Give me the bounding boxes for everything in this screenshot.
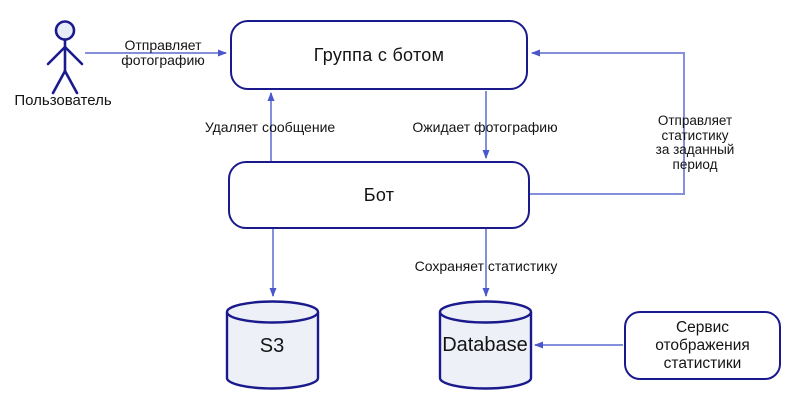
service-node: Сервис отображения статистики bbox=[624, 311, 781, 380]
user-label: Пользователь bbox=[14, 92, 112, 109]
database-cylinder bbox=[438, 300, 533, 390]
user-figure-icon bbox=[46, 20, 84, 95]
bot-node-label: Бот bbox=[363, 184, 395, 205]
edge-await-photo-label: Ожидает фотографию bbox=[412, 119, 558, 135]
group-node-label: Группа с ботом bbox=[313, 44, 445, 65]
group-node: Группа с ботом bbox=[230, 20, 528, 90]
edge-send-stats bbox=[530, 49, 685, 195]
bot-node: Бот bbox=[228, 161, 530, 229]
s3-cylinder bbox=[225, 300, 320, 390]
edge-send-stats-label: Отправляет статистику за заданный период bbox=[655, 113, 735, 172]
edge-delete-message-label: Удаляет сообщение bbox=[204, 119, 336, 135]
database-label: Database bbox=[442, 334, 528, 356]
service-node-label: Сервис отображения статистики bbox=[655, 318, 750, 372]
edge-send-photo-label: Отправляет фотографию bbox=[121, 37, 205, 68]
s3-label: S3 bbox=[259, 335, 285, 357]
edge-save-stats-label: Сохраняет статистику bbox=[414, 258, 558, 274]
